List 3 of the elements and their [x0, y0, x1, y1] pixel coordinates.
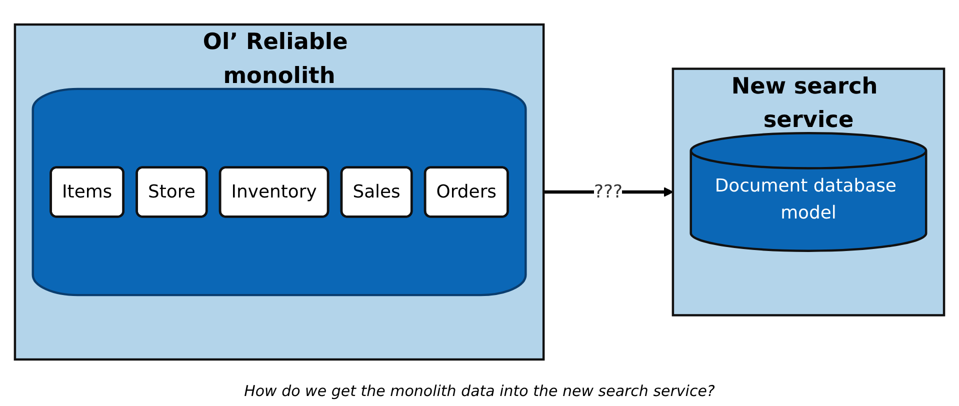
- cluster: [32, 88, 527, 296]
- question-note: How do we get the monolith data into the new search service?: [244, 382, 715, 400]
- edge-label: ???: [594, 180, 623, 202]
